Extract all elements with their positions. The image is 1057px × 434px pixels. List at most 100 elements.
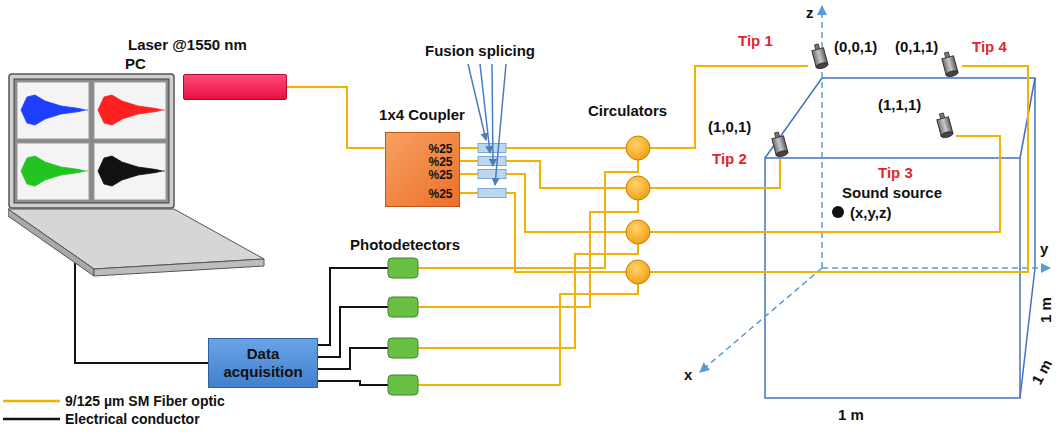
coordinate-axes <box>822 267 1050 269</box>
legend-sample <box>3 400 60 403</box>
circulator-symbol <box>626 220 650 244</box>
fusion-splice <box>478 170 506 179</box>
annotation-label: Circulators <box>588 102 667 120</box>
waveform <box>98 156 165 186</box>
electrical-wire <box>318 307 388 357</box>
photodetector-symbol <box>388 375 418 395</box>
node-heading: 1x4 Coupler <box>372 106 472 124</box>
circulator-symbol <box>626 176 650 200</box>
fusion-splice <box>478 144 506 153</box>
leader-arrow <box>468 64 506 185</box>
tip-label: Tip 2 <box>712 150 747 168</box>
optical-fiber <box>287 87 385 148</box>
node-heading: PC <box>8 55 270 73</box>
port-ratio: %25 <box>392 169 453 182</box>
tip-label: Tip 4 <box>972 38 1007 56</box>
optical-fiber <box>418 244 638 348</box>
electrical-wire <box>318 268 388 385</box>
annotation-label: x <box>684 366 692 384</box>
daq-text: Data acquisition <box>217 345 309 381</box>
cube-outline <box>822 78 1035 268</box>
legend-text: Electrical conductor <box>65 410 200 428</box>
annotation-label: (1,0,1) <box>708 118 751 136</box>
electrical-wire <box>318 381 388 385</box>
waveform-panel <box>17 143 89 200</box>
fusion-splice <box>478 157 506 166</box>
sound-source-dot <box>832 206 844 218</box>
cube-outline <box>765 78 1035 398</box>
waveform <box>85 171 88 172</box>
fusion-splice <box>478 144 506 198</box>
annotation-label: Sound source <box>842 184 942 202</box>
annotation-label: (1,1,1) <box>878 96 921 114</box>
photodetector-symbol <box>388 338 418 358</box>
waveform <box>21 95 88 125</box>
optical-fiber <box>418 66 1028 385</box>
annotation-label: Photodetectors <box>350 236 460 254</box>
laptop-screen <box>14 79 169 203</box>
leader-arrow <box>495 64 506 185</box>
sensor-tip <box>811 43 829 70</box>
optical-fiber <box>650 136 1000 232</box>
fusion-splice <box>478 189 506 198</box>
sensor-tip <box>936 112 954 139</box>
laptop-base <box>8 209 94 276</box>
waveform <box>98 95 162 125</box>
annotation-label: 1 m <box>838 406 864 424</box>
coupler-shape: %25%25%25%25 <box>385 132 460 207</box>
circulator-symbol <box>626 136 650 284</box>
waveform <box>98 156 162 186</box>
port-ratio: %25 <box>392 143 453 156</box>
waveform-panel <box>94 143 166 200</box>
daq-box: Data acquisition <box>208 338 318 388</box>
legend-sample <box>3 418 60 421</box>
waveform-panel <box>17 82 166 200</box>
tip-label: Tip 3 <box>878 164 913 182</box>
circulator-symbol <box>626 136 650 160</box>
leader-arrow <box>480 64 490 153</box>
optical-fiber <box>650 66 808 148</box>
annotation-label: Fusion splicing <box>425 42 535 60</box>
electrical-wire <box>318 348 388 369</box>
waveform <box>21 95 85 125</box>
waveform <box>162 110 165 111</box>
annotation-label: (0,0,1) <box>834 38 877 56</box>
optical-fiber <box>460 193 626 272</box>
waveform <box>21 156 85 186</box>
waveform <box>98 95 165 125</box>
coordinate-axes <box>821 6 823 268</box>
cube-outline <box>765 78 822 158</box>
coupler-box: 1x4 Coupler%25%25%25%25 <box>372 106 472 207</box>
annotation-label: 1 m <box>1037 297 1055 323</box>
box-label: Data acquisition <box>217 345 309 381</box>
waveform <box>162 171 165 172</box>
sensor-tip <box>771 131 789 158</box>
electrical-wire <box>75 263 208 363</box>
photodetector-symbol <box>388 258 418 278</box>
legend-text: 9/125 µm SM Fiber optic <box>65 392 225 410</box>
leader-arrow <box>468 64 486 140</box>
node-heading: Laser @1550 nm <box>128 36 287 54</box>
annotation-label: (x,y,z) <box>850 204 891 222</box>
optical-fiber <box>460 174 626 232</box>
port-ratio: %25 <box>392 188 453 201</box>
port-ratio: %25 <box>392 156 453 169</box>
waveform-panel <box>17 82 89 139</box>
leader-arrow <box>492 64 493 166</box>
annotation-label: 1 m <box>1028 356 1056 387</box>
annotation-label: y <box>1040 240 1048 258</box>
laser-box <box>183 74 287 100</box>
sensor-tip <box>941 51 959 78</box>
photodetector-symbol <box>388 258 418 395</box>
photodetector-symbol <box>388 297 418 317</box>
annotation-label: (0,1,1) <box>895 38 938 56</box>
optical-fiber <box>418 284 638 385</box>
annotation-label: z <box>806 4 814 22</box>
laptop-illustration <box>8 73 270 279</box>
coordinate-axes <box>700 268 822 372</box>
waveform <box>85 110 88 111</box>
laser-source: Laser @1550 nm <box>128 36 287 100</box>
cube-outline <box>765 158 1020 398</box>
laptop-base <box>94 259 264 276</box>
